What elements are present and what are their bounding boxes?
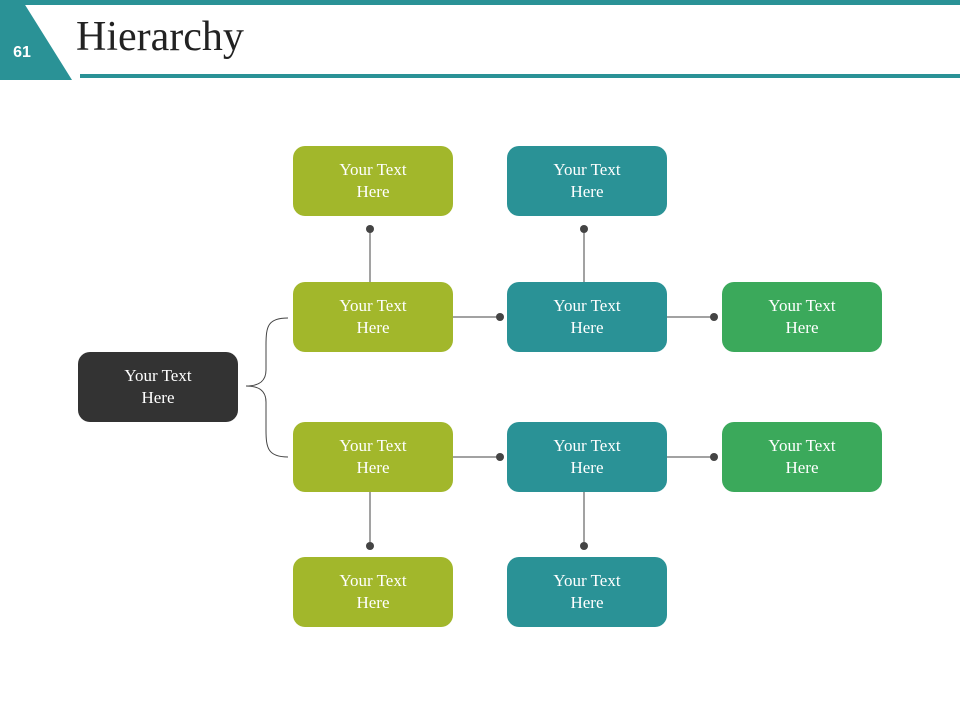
connector-dot <box>496 453 504 461</box>
connector-dot <box>710 313 718 321</box>
node-text-line1: Your Text <box>339 296 407 315</box>
node-text-line1: Your Text <box>768 296 836 315</box>
node-text-line2: Here <box>570 593 604 612</box>
connector-dot <box>580 542 588 550</box>
node-text-line2: Here <box>570 458 604 477</box>
node-text-line1: Your Text <box>339 160 407 179</box>
node-row2-col3: Your Text Here <box>722 282 882 352</box>
node-text-line2: Here <box>356 182 390 201</box>
node-text-line2: Here <box>785 318 819 337</box>
node-text-line2: Here <box>785 458 819 477</box>
node-row2-col1: Your Text Here <box>293 282 453 352</box>
slide-number: 61 <box>13 44 31 61</box>
node-text-line2: Here <box>356 458 390 477</box>
node-text-line2: Here <box>356 593 390 612</box>
node-row1-col1: Your Text Here <box>293 146 453 216</box>
node-text-line1: Your Text <box>553 436 621 455</box>
node-text-line1: Your Text <box>553 160 621 179</box>
node-text-line2: Here <box>570 182 604 201</box>
node-row3-col2: Your Text Here <box>507 422 667 492</box>
slide-number-tab <box>0 0 72 80</box>
node-row2-col2: Your Text Here <box>507 282 667 352</box>
top-accent-bar <box>0 0 960 5</box>
node-text-line2: Here <box>570 318 604 337</box>
node-row1-col2: Your Text Here <box>507 146 667 216</box>
node-text-line1: Your Text <box>553 571 621 590</box>
node-text-line1: Your Text <box>124 366 192 385</box>
node-text-line1: Your Text <box>339 571 407 590</box>
node-text-line1: Your Text <box>768 436 836 455</box>
node-row4-col1: Your Text Here <box>293 557 453 627</box>
connector-dot <box>496 313 504 321</box>
node-text-line1: Your Text <box>553 296 621 315</box>
title-underline <box>80 74 960 78</box>
connector-dot <box>710 453 718 461</box>
page-title: Hierarchy <box>76 14 244 60</box>
node-text-line1: Your Text <box>339 436 407 455</box>
node-row4-col2: Your Text Here <box>507 557 667 627</box>
connector-dot <box>580 225 588 233</box>
root-brace <box>245 317 289 458</box>
connector-dot <box>366 542 374 550</box>
node-root: Your Text Here <box>78 352 238 422</box>
node-text-line2: Here <box>141 388 175 407</box>
node-text-line2: Here <box>356 318 390 337</box>
node-row3-col1: Your Text Here <box>293 422 453 492</box>
node-row3-col3: Your Text Here <box>722 422 882 492</box>
connector-dot <box>366 225 374 233</box>
